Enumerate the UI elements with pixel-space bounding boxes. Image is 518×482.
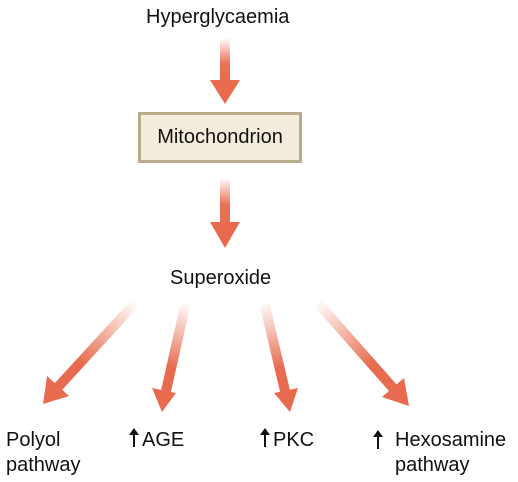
arrow-icon-superoxide-to-age (152, 300, 191, 412)
up-arrow-icon (260, 428, 270, 447)
arrow-icon-superoxide-to-pkc (259, 300, 298, 412)
up-arrow-icon (373, 430, 383, 449)
outcome-polyol-line2: pathway (6, 454, 81, 476)
outcome-age: AGE (128, 428, 184, 452)
arrow-icon-superoxide-to-polyol (43, 298, 140, 404)
outcome-hexosamine-line2: pathway (395, 454, 470, 476)
mitochondrion-box: Mitochondrion (138, 112, 302, 163)
superoxide-label: Superoxide (170, 267, 272, 289)
outcome-hexosamine: Hexosamine pathway (372, 428, 506, 478)
arrow-icon-hyperglycaemia-to-mitochondrion (210, 38, 240, 104)
outcome-pkc: PKC (259, 428, 314, 452)
outcome-hexosamine-line1: Hexosamine (395, 429, 507, 451)
hyperglycaemia-label: Hyperglycaemia (146, 6, 290, 28)
outcome-age-label: AGE (142, 429, 185, 451)
arrow-icon-superoxide-to-hexosamine (313, 298, 409, 406)
outcome-polyol-pathway: Polyol pathway (6, 428, 81, 478)
outcome-polyol-line1: Polyol (6, 429, 61, 451)
arrow-icon-mitochondrion-to-superoxide (210, 178, 240, 248)
up-arrow-icon (129, 428, 139, 447)
mitochondrion-label: Mitochondrion (157, 126, 283, 148)
outcome-pkc-label: PKC (273, 429, 315, 451)
